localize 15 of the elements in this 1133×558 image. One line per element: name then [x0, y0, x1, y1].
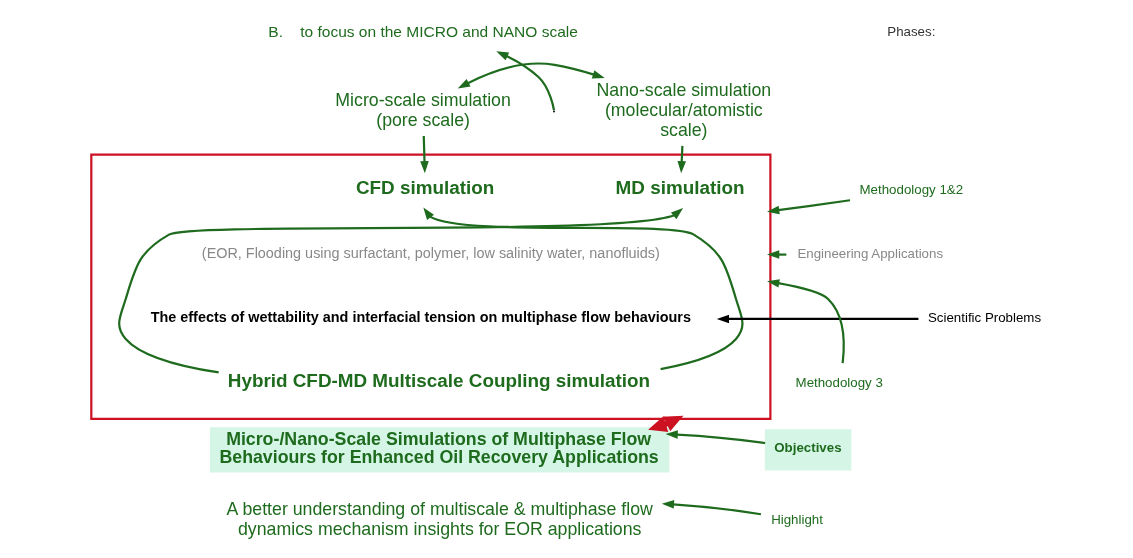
node-text: Highlight [771, 512, 823, 528]
node-text: MD simulation [615, 176, 745, 198]
label: Phases: [887, 24, 936, 40]
node-text: A better understanding of multiscale & multiphase flow dynamics mechanism insights for EOR applications [226, 499, 653, 540]
node-text: The effects of wettability and interfacial tension on multiphase flow behaviours [150, 308, 692, 325]
node-text: Hybrid CFD-MD Multiscale Coupling simulation [227, 369, 651, 391]
node-text: CFD simulation [355, 176, 495, 198]
node-text: B. to focus on the MICRO and NANO scale [268, 22, 578, 40]
node-text: Methodology 1&2 [859, 181, 964, 197]
node-text: Scientific Problems [928, 310, 1042, 326]
node-text: Engineering Applications [797, 246, 944, 262]
node-text: Micro-scale simulation (pore scale) [335, 89, 511, 130]
node-text: Methodology 3 [795, 374, 883, 390]
node-text: Nano-scale simulation (molecular/atomistic scale) [596, 79, 772, 140]
node-text: (EOR, Flooding using surfactant, polymer, low salinity water, nanofluids) [201, 245, 660, 262]
